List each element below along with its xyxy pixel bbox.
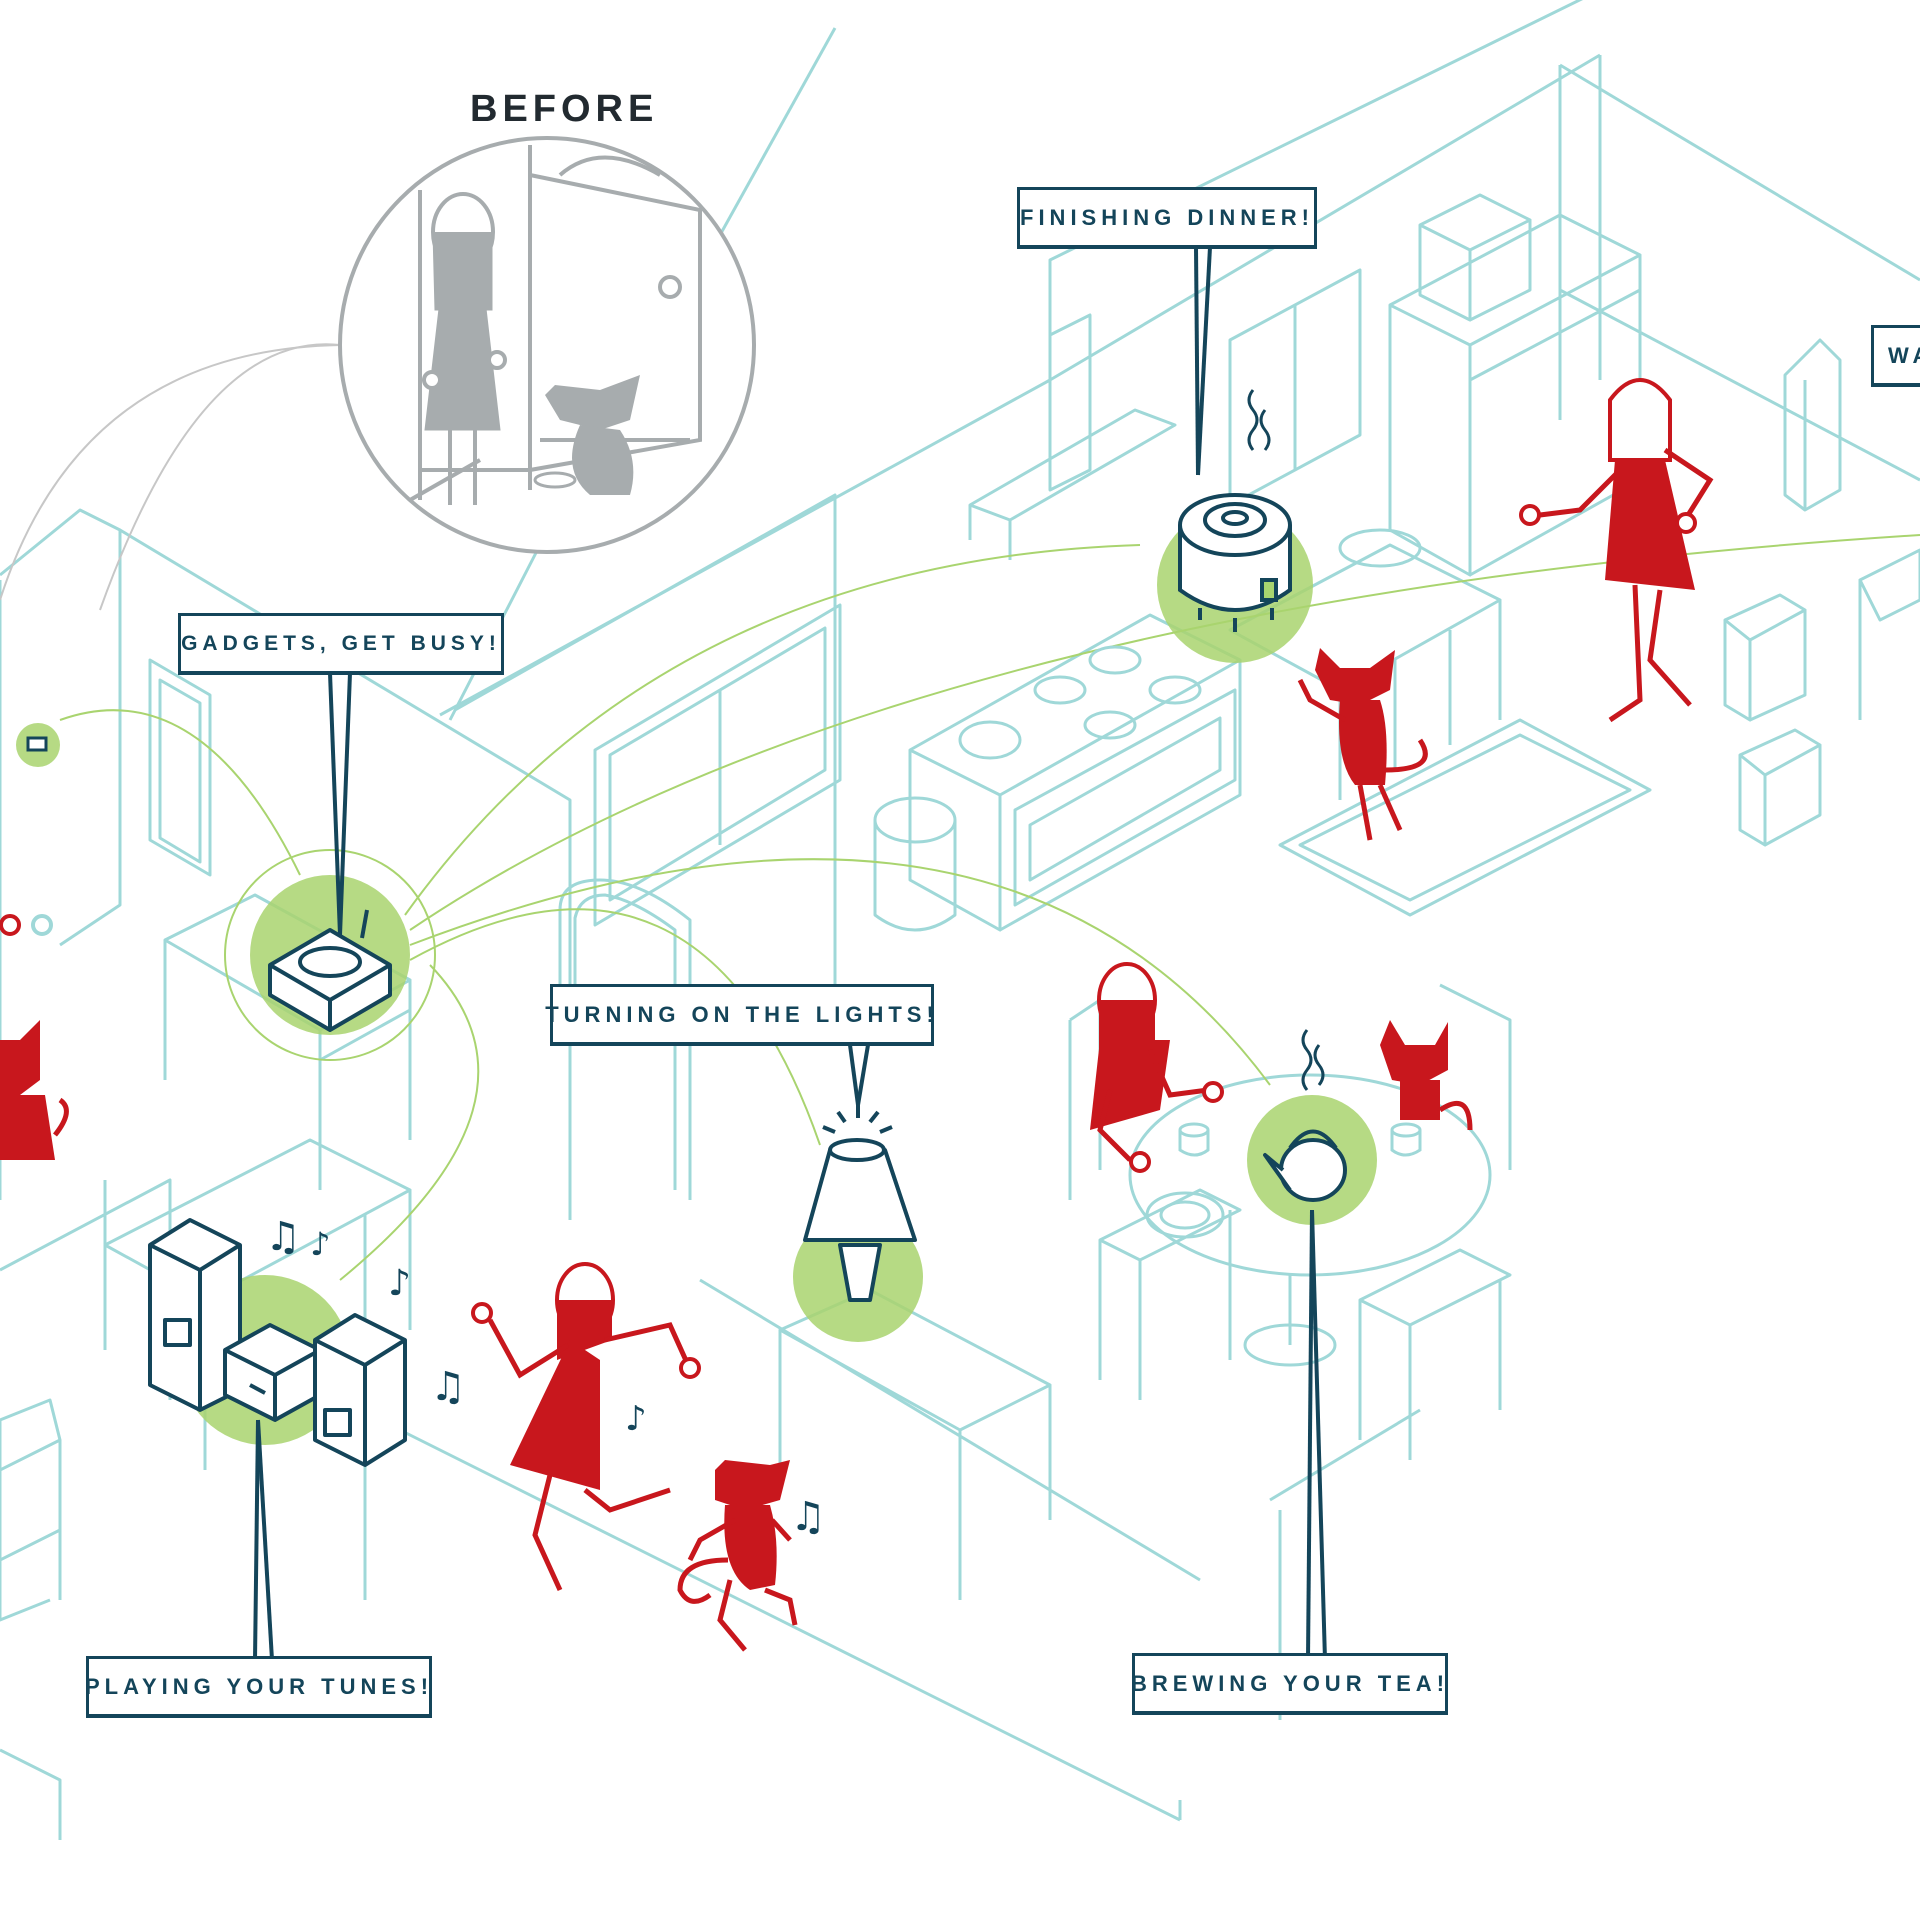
room-outlines	[0, 0, 1920, 1840]
seated-woman-figure	[1090, 962, 1224, 1173]
dancing-cat-figure	[677, 1460, 798, 1652]
stove-burners	[958, 645, 1202, 760]
partial-callout: WA	[1871, 325, 1920, 387]
seated-cat-figure	[1380, 1020, 1473, 1131]
hub-halo	[224, 849, 436, 1061]
svg-text:♪: ♪	[310, 1225, 330, 1263]
standing-woman-figure	[1519, 378, 1714, 723]
before-title: BEFORE	[470, 88, 659, 130]
dancing-woman-figure	[471, 1262, 701, 1592]
table-dishes	[1145, 1122, 1422, 1239]
tunes-callout: PLAYING YOUR TUNES!	[85, 1656, 432, 1718]
svg-text:♫: ♫	[430, 1364, 466, 1410]
sad-cat-figure	[533, 375, 640, 495]
stereo-icon[interactable]	[148, 1218, 407, 1467]
gadgets-callout: GADGETS, GET BUSY!	[178, 613, 504, 675]
lights-callout: TURNING ON THE LIGHTS!	[545, 984, 934, 1046]
kettle-icon[interactable]	[1263, 1129, 1347, 1202]
before-connector	[0, 344, 341, 601]
svg-text:♫: ♫	[265, 1214, 301, 1260]
lamp-icon[interactable]	[803, 1105, 917, 1302]
steam-icon	[1247, 389, 1271, 451]
begging-cat-figure	[1297, 648, 1428, 841]
rice-cooker-icon[interactable]	[1178, 493, 1292, 632]
edge-cat-figure	[0, 1020, 69, 1160]
wall-switch-icon[interactable]	[26, 736, 48, 752]
hub-icon[interactable]	[268, 909, 392, 1032]
dinner-callout: FINISHING DINNER!	[1017, 187, 1317, 249]
wall-indicator-dots	[0, 914, 53, 936]
sad-woman-figure	[422, 192, 507, 505]
svg-text:♪: ♪	[625, 1399, 647, 1439]
tea-steam-icon	[1301, 1029, 1325, 1091]
svg-text:♫: ♫	[790, 1494, 826, 1540]
before-circle	[338, 136, 756, 554]
callout-pointers	[253, 246, 1327, 1661]
svg-text:♪: ♪	[388, 1263, 411, 1304]
music-note-icon: ♫ ♪ ♪ ♫ ♪ ♫	[265, 1214, 826, 1540]
tea-callout: BREWING YOUR TEA!	[1131, 1653, 1448, 1715]
